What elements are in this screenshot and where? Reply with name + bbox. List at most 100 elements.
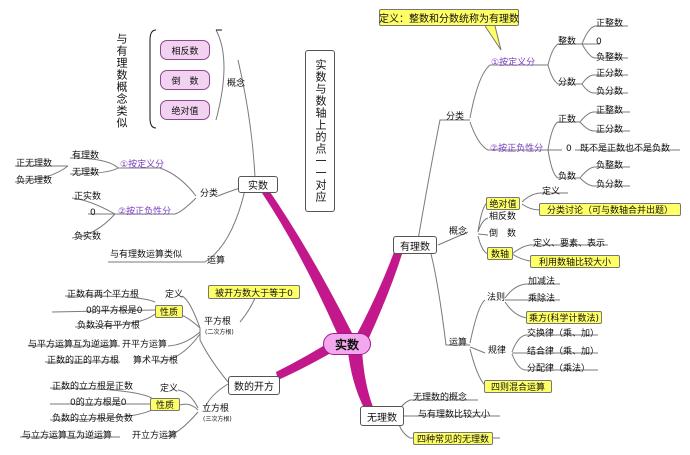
yls-guilv-jie: 结合律（乘、加） [527, 347, 600, 357]
mid-note: 实数与数轴上的点一一对应 [305, 50, 335, 212]
left-note: 与有理数概念类似 [115, 33, 128, 129]
pf-kai: 开平方运算 [122, 340, 168, 350]
lf-sub: (三次方根) [203, 416, 232, 423]
pf-prop-2: 0的平方根是0 [86, 306, 143, 316]
line-fenlei-bysign [115, 197, 197, 215]
center-node[interactable]: 实数 [323, 333, 371, 355]
yls-by-sign[interactable]: ②按正负性分 [490, 144, 544, 154]
wls-gainian: 无理数的概念 [413, 393, 468, 403]
lf-prop-2: 0的立方根是0 [70, 398, 127, 408]
line-callout-pf [239, 297, 256, 323]
shishu-fu-wulishu: 负无理数 [16, 176, 53, 186]
yls-faze-cf: 乘方(科学计数法) [526, 311, 602, 324]
yls-fenlei: 分类 [446, 112, 465, 122]
yls-guilv: 规律 [488, 346, 507, 356]
yls-zheng-zs: 正整数 [596, 106, 624, 116]
line-yunsuan-faze [469, 299, 487, 387]
shishu-fu-shishu: 负实数 [74, 232, 102, 242]
youlishu-node[interactable]: 有理数 [393, 236, 437, 254]
pf-label: 平方根 [204, 317, 232, 327]
shishu-by-def[interactable]: ①按定义分 [120, 160, 165, 170]
line-faze-items [504, 283, 560, 319]
yls-gainian: 概念 [449, 227, 468, 237]
bracket-lines [149, 29, 222, 129]
shishu-node[interactable]: 实数 [238, 176, 278, 193]
wulishu-node[interactable]: 无理数 [360, 406, 404, 426]
shishu-by-sign[interactable]: ②按正负性分 [118, 207, 172, 217]
shishu-zero: 0 [90, 208, 96, 218]
trunk-to-wulishu [348, 350, 373, 410]
concept-item-jdz[interactable]: 绝对值 [160, 100, 210, 120]
trunk-to-youlishu [356, 252, 402, 340]
yls-zero-note: 既不是正数也不是负数 [580, 144, 671, 154]
shishu-bydef-wulishu: 无理数 [72, 168, 100, 178]
yls-shuzhou-a: 定义、要素、表示 [533, 239, 606, 249]
line-fs-items [581, 74, 628, 94]
yls-fenshu: 分数 [558, 78, 577, 88]
shishu-zheng-shishu: 正实数 [74, 192, 102, 202]
concept-item-daoshu[interactable]: 倒 数 [160, 70, 210, 90]
line-pf-items [154, 295, 201, 363]
line-shishu-fenlei [217, 187, 241, 197]
wls-bijiao: 与有理数比较大小 [418, 410, 491, 420]
yls-zero: 0 [566, 144, 572, 154]
line-jdz-items [521, 192, 568, 211]
trunk-branches [262, 189, 402, 410]
shishu-yunsuan-note: 与有理数运算类似 [110, 250, 183, 260]
line-fu-items [579, 166, 630, 187]
concept-item-xiangfan[interactable]: 相反数 [160, 40, 210, 60]
yls-xiangfan: 相反数 [489, 212, 517, 222]
wls-sizhong: 四种常见的无理数 [413, 432, 493, 445]
line-kaifang-lf [204, 383, 229, 409]
yls-fu-zs: 负整数 [596, 161, 624, 171]
youlishu-callout: 定义：整数和分数统称为有理数 [379, 9, 519, 26]
trunk-to-shishu [262, 189, 352, 333]
pf-suanshu-note: 正数的正的平方根 [47, 356, 120, 366]
yls-fs-fu: 负分数 [596, 87, 624, 97]
pf-dingyi: 定义 [165, 290, 184, 300]
line-fenlei-bydef [469, 64, 548, 119]
shishu-zheng-wulishu: 正无理数 [16, 159, 53, 169]
line-fenlei-bydef [118, 167, 197, 197]
yls-faze: 法则 [487, 293, 506, 303]
yls-jdz-dingyi: 定义 [542, 187, 561, 197]
line-yls-gainian [437, 231, 469, 246]
line-concept-bracket [215, 29, 225, 121]
yls-by-def[interactable]: ①按定义分 [491, 58, 536, 68]
yls-zs-zero: 0 [596, 37, 602, 47]
yls-zs-zheng: 正整数 [596, 19, 624, 29]
yls-fu-fs: 负分数 [596, 180, 624, 190]
kaifang-node[interactable]: 数的开方 [228, 376, 280, 395]
concept-brace [149, 29, 222, 129]
line-bysign-items [71, 197, 116, 239]
yls-jdz: 绝对值 [486, 197, 520, 210]
line-bydef-sub [14, 165, 69, 183]
lf-xingzhi: 性质 [150, 398, 180, 411]
shishu-yunsuan: 运算 [207, 256, 226, 266]
yls-zheng-fs: 正分数 [596, 125, 624, 135]
pf-prop-1: 正数有两个平方根 [67, 290, 140, 300]
yls-shuzhou: 数轴 [487, 247, 513, 260]
yls-yunsuan: 运算 [449, 338, 468, 348]
line-bydef-zs [547, 43, 582, 85]
pf-prop-3: 负数没有平方根 [77, 321, 141, 331]
line-zheng-items [579, 111, 630, 132]
line-lf-items [164, 389, 199, 438]
lf-kai-note: 与立方运算互为逆运算 [22, 431, 113, 441]
trunk-to-kaifang [276, 338, 336, 380]
line-shishu-yunsuan [108, 189, 246, 263]
line-bydef-items [69, 157, 119, 175]
branch-lines [14, 25, 680, 439]
shishu-fenlei: 分类 [200, 189, 219, 199]
shishu-concept-label: 概念 [227, 79, 246, 89]
line-yls-fenlei [417, 119, 470, 241]
lf-kai: 开立方运算 [132, 431, 178, 441]
lf-prop-1: 正数的立方根是正数 [52, 382, 134, 392]
yls-zhengshu: 整数 [558, 37, 577, 47]
yls-fu: 负数 [558, 172, 577, 182]
lf-label: 立方根 [202, 404, 230, 414]
line-pf-props [51, 295, 156, 328]
line-fenlei-bysign [469, 121, 548, 151]
